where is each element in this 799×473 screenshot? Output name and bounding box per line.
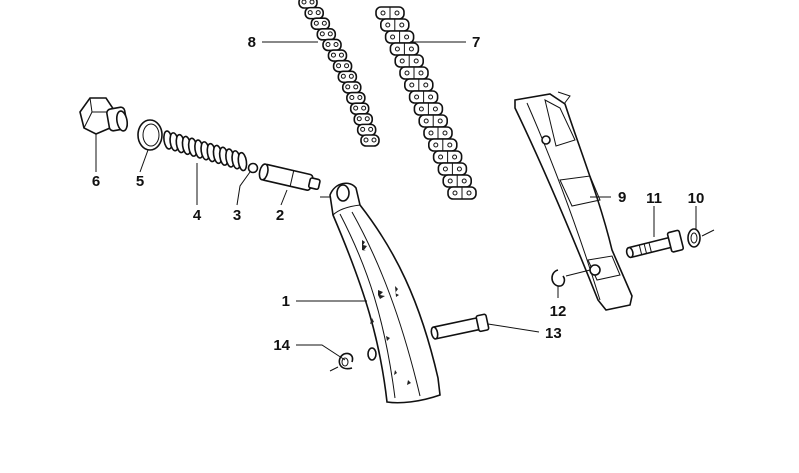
callout-9: 9 [618, 189, 626, 206]
callout-6: 6 [92, 173, 100, 190]
part-6-screw-plug [79, 97, 129, 135]
callout-12: 12 [550, 303, 567, 320]
part-7-timing-chain-double [375, 6, 477, 200]
part-10-washer [687, 228, 701, 248]
callout-10: 10 [688, 190, 705, 207]
callout-3: 3 [233, 207, 241, 224]
callout-5: 5 [136, 173, 144, 190]
part-4-compression-spring [163, 130, 248, 172]
part-8-timing-chain-single [298, 0, 380, 147]
part-11-bolt [625, 229, 685, 259]
callout-4: 4 [193, 207, 202, 224]
part-9-guide-rail [514, 91, 633, 311]
callout-2: 2 [276, 207, 284, 224]
callout-8: 8 [248, 34, 256, 51]
callout-labels: 8 7 6 5 4 3 2 1 9 11 10 12 13 14 [92, 34, 705, 354]
part-13-guide-pin [430, 313, 490, 340]
part-1-tensioner-rail [329, 182, 441, 404]
leader-lines [95, 41, 715, 372]
part-3-ball [247, 162, 259, 174]
callout-14: 14 [273, 337, 290, 354]
part-14-circlip [338, 352, 354, 370]
part-5-sealing-ring [137, 119, 163, 151]
callout-11: 11 [646, 190, 662, 207]
part-2-piston [258, 163, 321, 191]
callout-7: 7 [472, 34, 480, 51]
callout-13: 13 [545, 325, 562, 342]
callout-1: 1 [282, 293, 290, 310]
part-12-clip [551, 269, 566, 287]
